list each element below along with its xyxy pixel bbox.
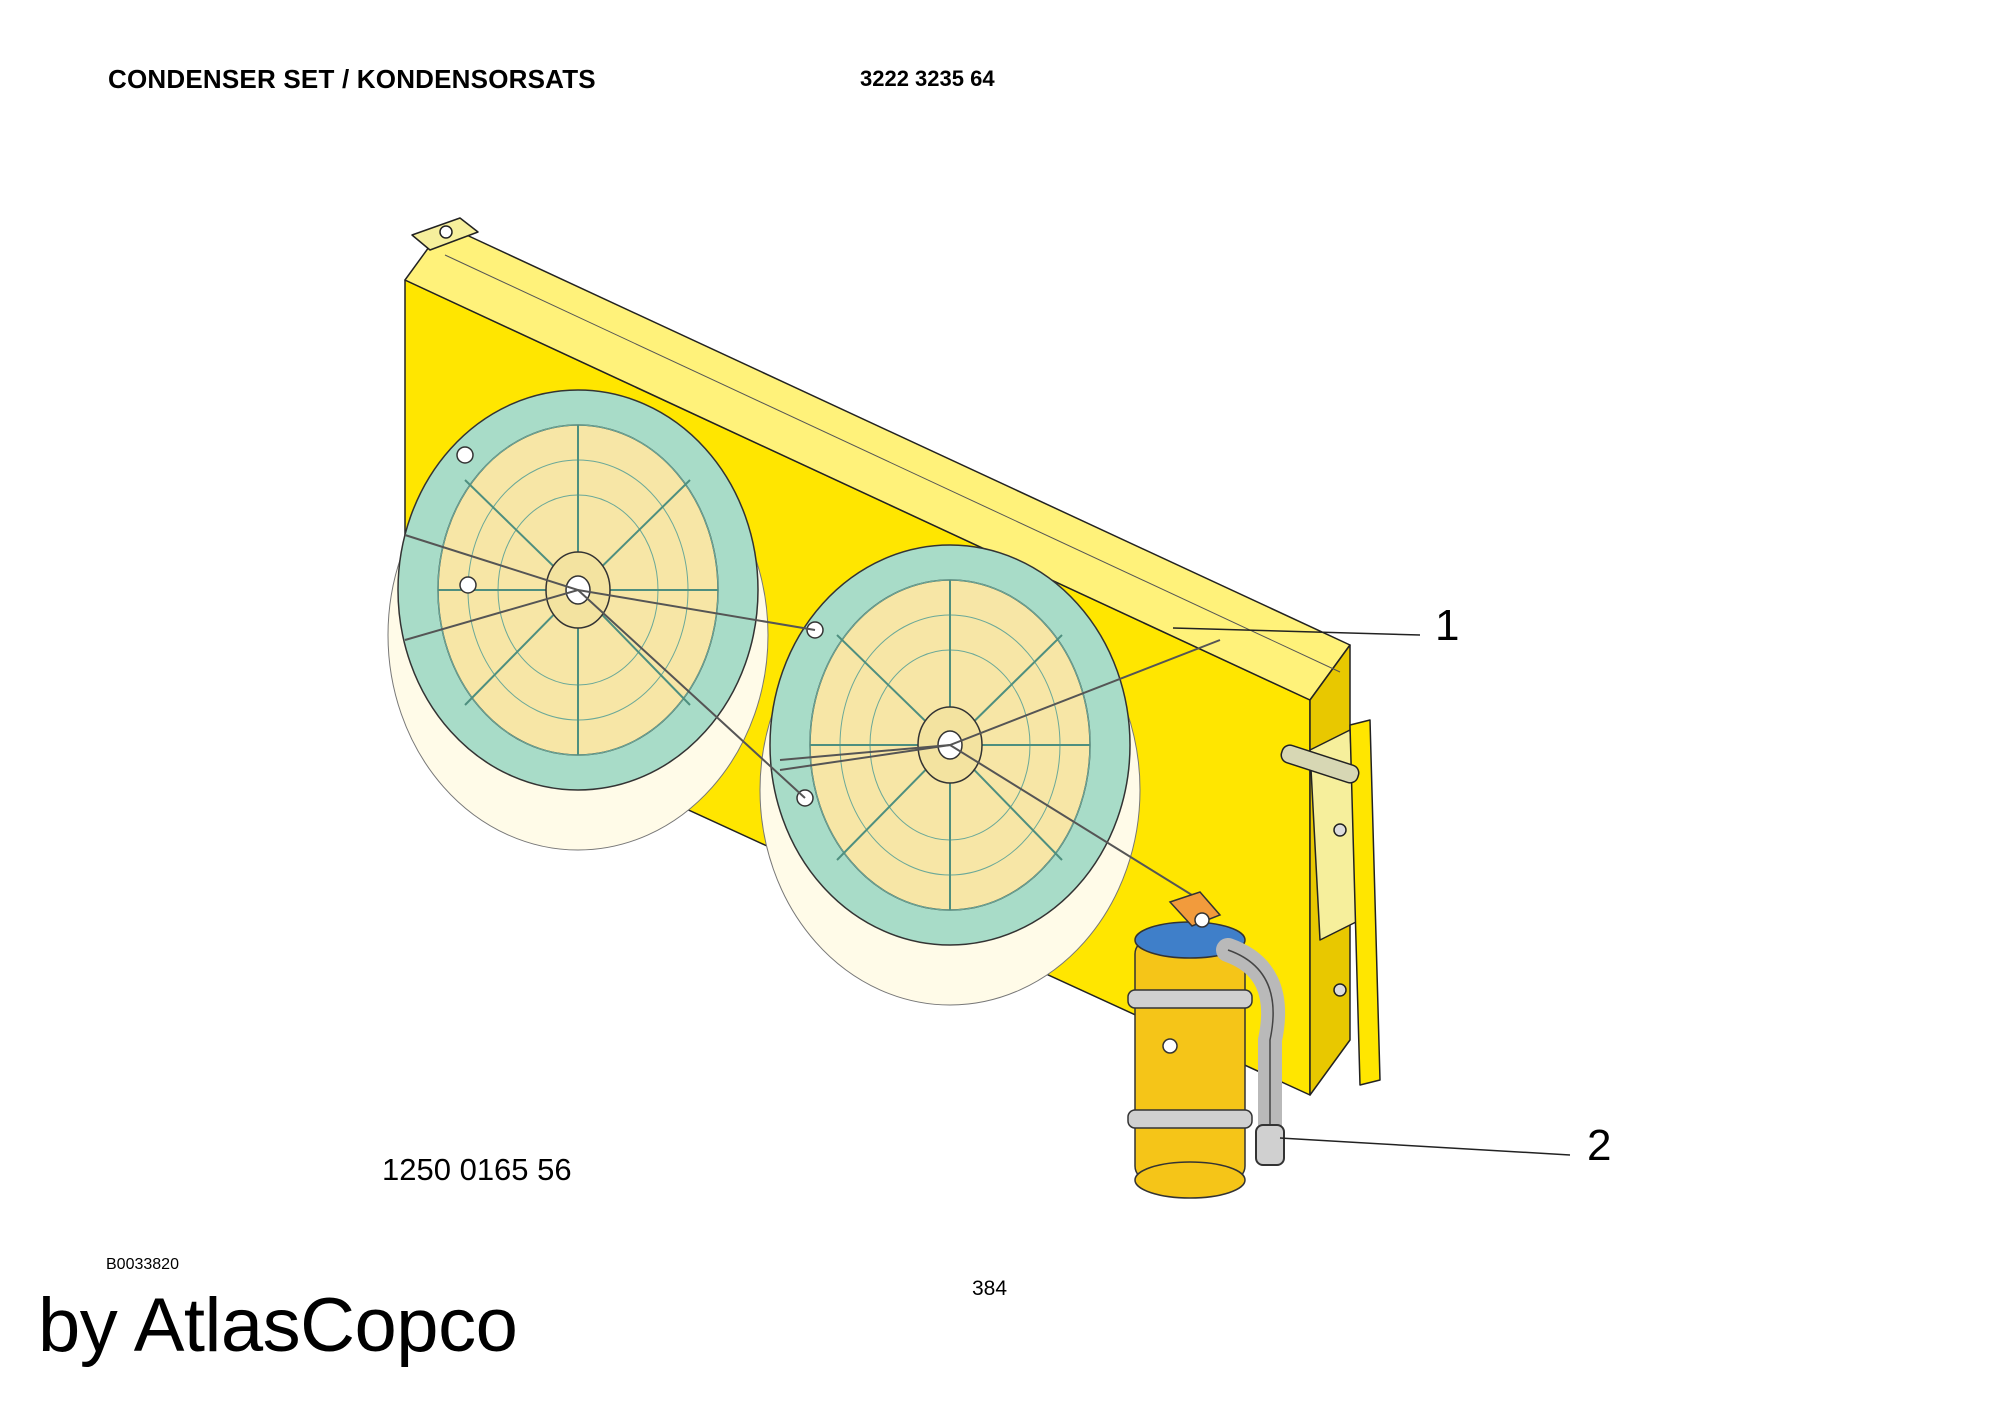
- callout-leader-2: [1279, 1137, 1571, 1156]
- callout-1: 1: [1435, 601, 1459, 650]
- callout-leader-1: [1172, 627, 1421, 636]
- hose: [1216, 938, 1285, 1166]
- page-title: CONDENSER SET / KONDENSORSATS: [108, 64, 596, 94]
- part-number: 3222 3235 64: [860, 66, 995, 91]
- sub-part-number: 1250 0165 56: [382, 1152, 572, 1187]
- fan-left: [387, 389, 769, 851]
- receiver-drier: [1127, 891, 1253, 1199]
- page-number: 384: [972, 1277, 1008, 1300]
- wire-guard: [404, 534, 1221, 901]
- fan-right: [759, 544, 1141, 1006]
- drawing-id: B0033820: [106, 1256, 179, 1273]
- atlascopco-watermark: by AtlasCopco: [38, 1283, 518, 1368]
- condenser-illustration: 1 2 1250 0165 56: [350, 180, 1650, 1240]
- callout-2: 2: [1587, 1121, 1611, 1170]
